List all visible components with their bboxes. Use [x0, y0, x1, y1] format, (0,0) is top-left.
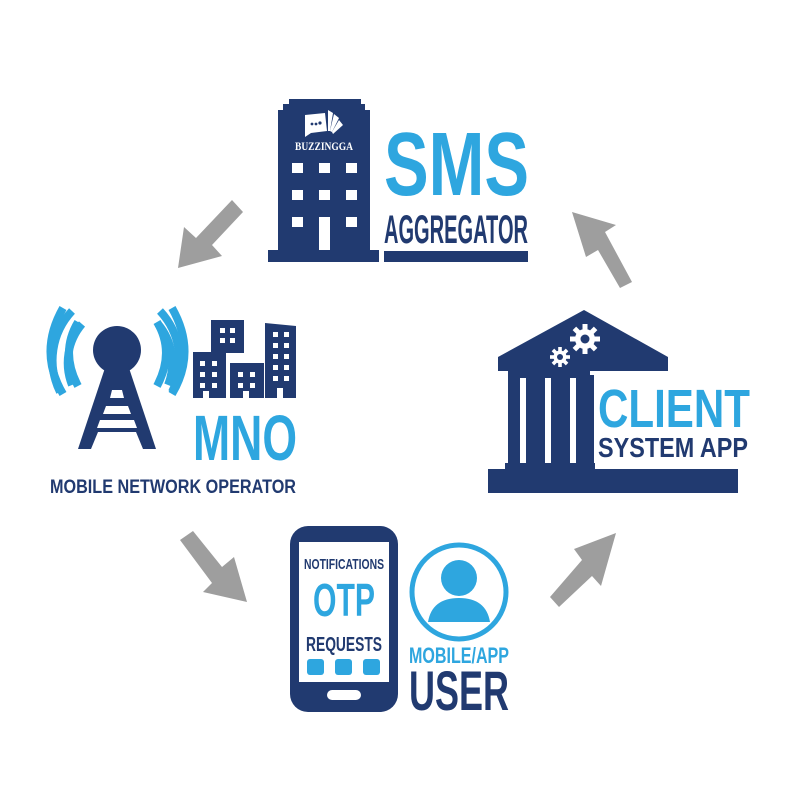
gears-icon: [550, 324, 600, 367]
user-avatar-icon: [409, 542, 509, 642]
phone-app-tile: [335, 659, 352, 675]
mno-subtitle: MOBILE NETWORK OPERATOR: [50, 477, 296, 498]
smartphone-icon: NOTIFICATIONS OTP REQUESTS: [290, 526, 398, 712]
aggregator-underline: [384, 251, 528, 262]
sms-aggregator-node: BUZZINGGA SMS AGGREGATOR: [268, 99, 529, 262]
client-subtitle: SYSTEM APP: [598, 432, 748, 463]
arrow-mno-to-user: [180, 531, 247, 602]
user-label-bottom: USER: [409, 659, 509, 722]
client-node: CLIENT SYSTEM APP: [488, 310, 750, 493]
phone-requests-label: REQUESTS: [306, 634, 382, 656]
mno-title: MNO: [193, 402, 297, 474]
buzzingga-logo-icon: [305, 110, 343, 137]
phone-app-tile: [307, 659, 324, 675]
phone-otp-label: OTP: [313, 574, 375, 626]
phone-app-tile: [363, 659, 380, 675]
city-buildings-icon: [193, 320, 296, 398]
arrow-aggregator-to-mno: [178, 200, 243, 268]
arrow-client-to-aggregator: [572, 212, 632, 288]
aggregator-title: SMS: [384, 115, 529, 215]
user-label-top: MOBILE/APP: [409, 643, 509, 668]
radio-tower-icon: [46, 306, 189, 449]
flow-arrows: [178, 200, 632, 607]
arrow-user-to-client: [550, 533, 616, 607]
phone-notifications-label: NOTIFICATIONS: [304, 556, 384, 573]
building-windows: [292, 163, 357, 250]
mno-node: MNO MOBILE NETWORK OPERATOR: [46, 306, 297, 498]
aggregator-subtitle: AGGREGATOR: [384, 208, 528, 252]
user-node: NOTIFICATIONS OTP REQUESTS MOBILE/APP US…: [290, 526, 509, 722]
client-title: CLIENT: [598, 379, 750, 439]
brand-label: BUZZINGGA: [295, 139, 353, 153]
office-building-icon: BUZZINGGA: [268, 99, 379, 262]
